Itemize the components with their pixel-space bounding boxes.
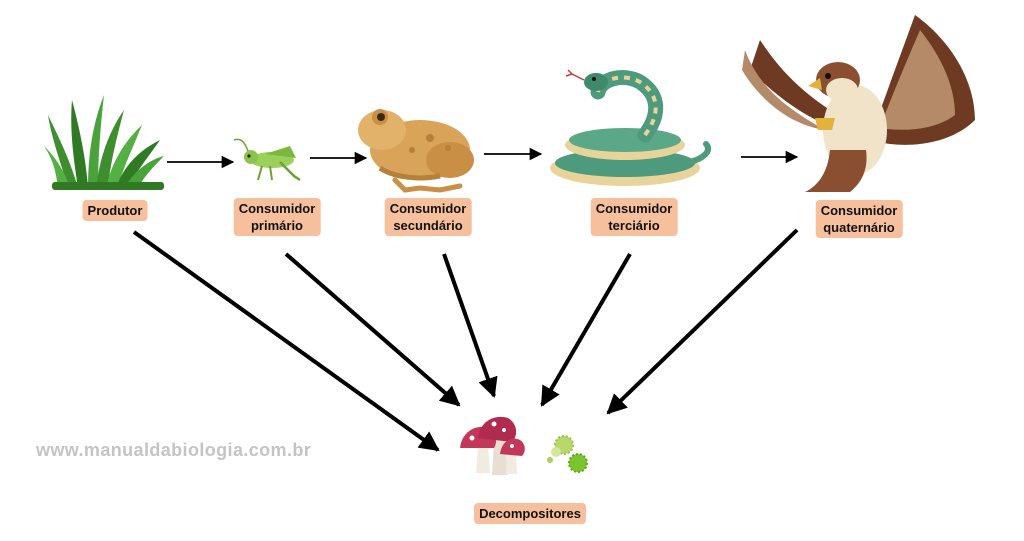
grasshopper-icon <box>233 138 301 182</box>
label-consumidor-secundario: Consumidor secundário <box>384 198 472 236</box>
bacteria-icon <box>547 435 588 473</box>
label-decompositores: Decompositores <box>474 503 586 524</box>
arrow-primario-decompositores <box>284 252 461 407</box>
arrow-produtor-decompositores <box>132 230 440 452</box>
watermark: www.manualdabiologia.com.br <box>36 440 312 460</box>
mushroom-icon <box>460 416 525 475</box>
chain-arrows <box>167 147 799 169</box>
arrow-terciario-decompositores <box>540 252 632 407</box>
frog-icon <box>358 109 474 193</box>
label-consumidor-terciario: Consumidor terciário <box>590 198 678 236</box>
decomposer-arrows <box>132 228 799 452</box>
label-consumidor-primario: Consumidor primário <box>233 198 321 236</box>
grass-icon <box>44 95 164 190</box>
arrow-secundario-decompositores <box>442 253 498 398</box>
hawk-icon <box>742 15 975 192</box>
arrow-quaternario-decompositores <box>606 228 799 415</box>
label-consumidor-quaternario: Consumidor quaternário <box>815 200 903 238</box>
snake-icon <box>550 69 712 186</box>
label-produtor: Produtor <box>82 200 148 221</box>
